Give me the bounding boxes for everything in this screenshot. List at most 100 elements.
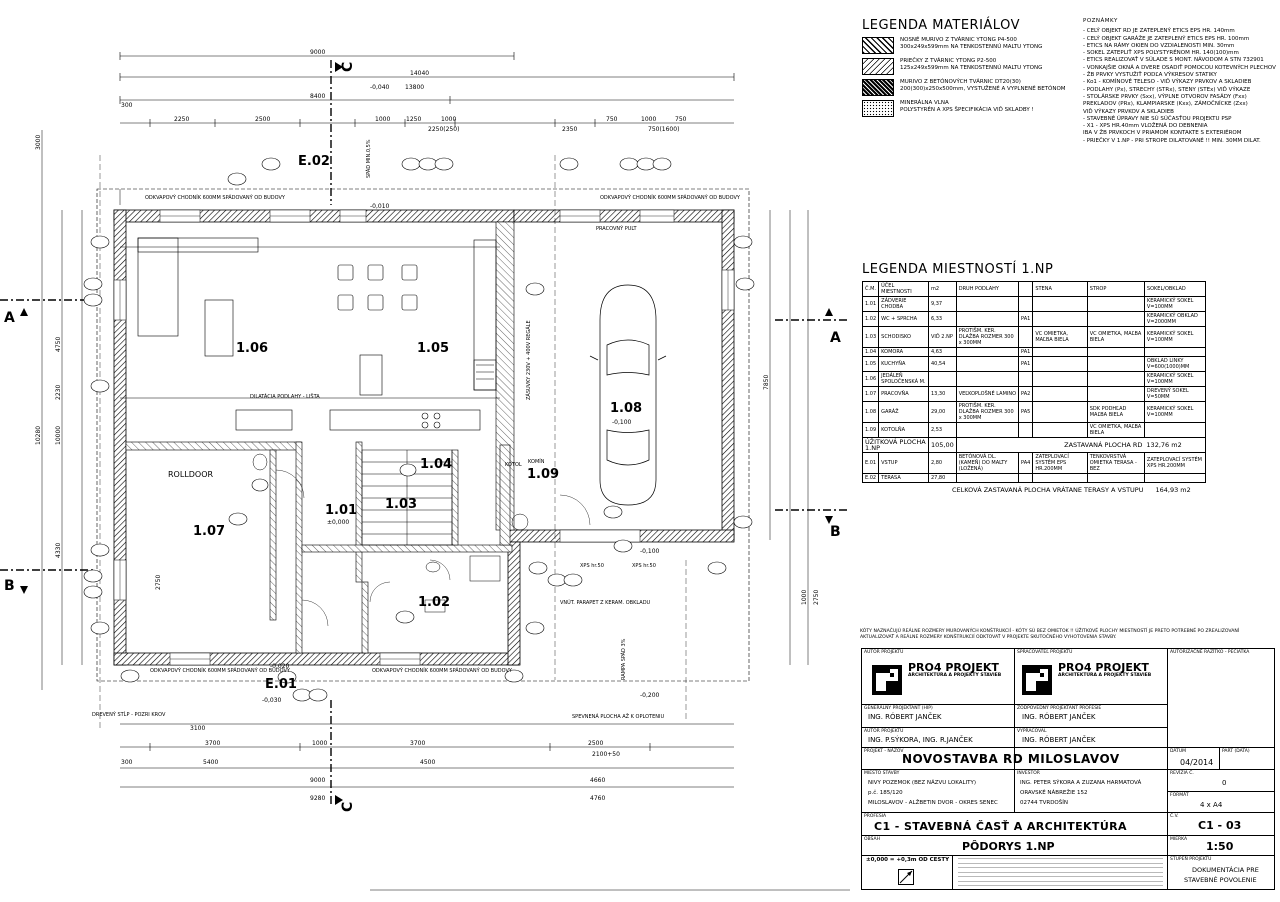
dimension-text: 8400 (310, 93, 325, 100)
dimension-text: 4330 (55, 543, 62, 558)
table-cell: PROTIŠM. KER. DLAŽBA ROZMER 300 x 300MM (955, 401, 1020, 423)
material-swatch (862, 58, 894, 75)
sheet-format: 4 x A4 (1200, 801, 1223, 809)
drawing-content: PÔDORYS 1.NP (962, 840, 1055, 853)
table-cell (955, 347, 1020, 357)
project-name: NOVOSTAVBA RD MILOSLAVOV (902, 752, 1120, 766)
table-cell (1032, 296, 1088, 312)
walkway-label: ODKVAPOVÝ CHODNÍK 600MM SPÁDOVANÝ OD BUD… (145, 194, 286, 201)
level-mark: -0,030 (262, 697, 282, 704)
boiler-label: KOTOL (505, 462, 522, 468)
room-numbers: 1.06 1.05 1.07 1.08 -0,100 1.04 1.09 1.0… (193, 341, 642, 610)
table-cell (955, 473, 1020, 483)
table-cell: 2,53 (927, 422, 957, 438)
dimension-text: 10000 (55, 426, 62, 445)
table-cell: 13,30 (927, 386, 957, 402)
dimension-text: 7850 (763, 375, 770, 390)
table-cell (1086, 311, 1145, 327)
dimension-text: 3700 (410, 740, 425, 747)
table-cell: KERAMICKÝ OBKLAD V=2000MM (1143, 311, 1207, 327)
room-label: 1.05 (417, 341, 449, 356)
revision: 0 (1222, 779, 1227, 787)
table-header: Č.M. ÚČEL MIESTNOSTI m2 DRUH PODLAHY STE… (861, 281, 1207, 297)
table-cell: 1.07 (861, 386, 880, 402)
section-marker: B (4, 578, 15, 594)
note-line: - PODLAHY (Px), STRECHY (STRx), STENY (S… (1083, 86, 1251, 93)
field-label: SPRACOVATEĽ PROJEKTU (1017, 650, 1073, 655)
table-cell (1018, 473, 1034, 483)
table-cell: 1.02 (861, 311, 880, 327)
table-cell: VC OMIETKA, MAĽBA BIELA (1086, 422, 1145, 438)
dimension-text: 9000 (310, 777, 325, 784)
site-line: NIVY POZEMOK (BEZ NÁZVU LOKALITY) (868, 780, 977, 786)
table-cell: VSTUP (878, 452, 929, 474)
xps-label: XPS hr.50 (580, 563, 604, 569)
material-item: PRIEČKY Z TVÁRNIC YTONG P2-500 125x249x5… (862, 58, 1072, 75)
profession: C1 - STAVEBNÁ ČASŤ A ARCHITEKTÚRA (874, 820, 1127, 833)
note-line: - CELÝ OBJEKT GARÁŽE JE ZATEPLENÝ ETICS … (1083, 35, 1250, 42)
table-cell: 9,37 (927, 296, 957, 312)
note-line: PREKLADOV (PRx), KLAMPIARSKE (Kxx), ZÁMO… (1083, 101, 1248, 108)
note-line: - STAVEBNÉ ÚPRAVY NIE SÚ SÚČASŤOU PROJEK… (1083, 115, 1232, 122)
height-datum: ±0,000 = +0,3m OD CESTY (866, 857, 950, 863)
material-item: MURIVO Z BETÓNOVÝCH TVÁRNIC DT20(30) 200… (862, 79, 1072, 96)
room-label: 1.06 (236, 341, 268, 356)
field-label: AUTORIZAČNÉ RAZÍTKO - PEČIATKA (1170, 650, 1250, 655)
project-stage-line: STAVEBNÉ POVOLENIE (1184, 876, 1257, 884)
table-cell: E.01 (861, 452, 880, 474)
room-legend-title: LEGENDA MIESTNOSTÍ 1.NP (862, 262, 1054, 277)
table-cell (927, 371, 957, 387)
room-table: Č.M. ÚČEL MIESTNOSTI m2 DRUH PODLAHY STE… (861, 281, 1207, 483)
drawing-number: C1 - 03 (1198, 819, 1242, 832)
table-cell: BETÓNOVÁ DL. (KAMEŇ) DO MALTY (LOŽENÁ) (955, 452, 1020, 474)
dimension-text: 1000 (375, 116, 390, 123)
section-markers: A A B B C C (4, 62, 841, 812)
plan-annotations: E.02 E.01 ROLLDOOR DILATÁCIA PODLAHY - L… (92, 84, 741, 720)
room-label: 1.07 (193, 524, 225, 539)
company-logo-icon (1022, 665, 1052, 695)
dimension-text: 14040 (410, 70, 429, 77)
table-cell: PRACOVŇA (878, 386, 929, 402)
table-cell (1143, 422, 1207, 438)
dimension-text: 5400 (203, 759, 218, 766)
table-cell: OBKLAD LINKY V=600(1000)MM (1143, 356, 1207, 372)
table-cell: DREVENÝ SOKEL V=50MM (1143, 386, 1207, 402)
table-cell: KUCHYŇA (878, 356, 929, 372)
company-logo: PRO4 PROJEKT ARCHITEKTÚRA A PROJEKTY STA… (1022, 661, 1162, 699)
material-legend-title: LEGENDA MATERIÁLOV (862, 18, 1020, 33)
dimension-texts: 9000 14040 13800 8400 300 2250 2500 1000… (35, 49, 820, 802)
chimney-label: KOMÍN (528, 458, 545, 465)
table-cell (1032, 386, 1088, 402)
table-cell (1086, 296, 1145, 312)
table-cell: 1.04 (861, 347, 880, 357)
table-cell: 40,54 (927, 356, 957, 372)
note-line: VIĎ VÝKAZY PRVKOV A SKLADIEB (1083, 108, 1174, 115)
table-cell: JEDÁLEŇ SPOLOČENSKÁ M. (878, 371, 929, 387)
level-mark: -0,020 (270, 663, 290, 670)
company-logo-icon (872, 665, 902, 695)
table-cell: VIĎ 2.NP (927, 326, 957, 348)
material-text: PRIEČKY Z TVÁRNIC YTONG P2-500 125x249x5… (900, 58, 1043, 71)
material-item: MINERÁLNA VLNA POLYSTYRÉN A XPS ŠPECIFIK… (862, 100, 1072, 117)
section-marker: A (830, 330, 841, 346)
dimension-text: 300 (121, 102, 133, 109)
company-logo: PRO4 PROJEKT ARCHITEKTÚRA A PROJEKTY STA… (872, 661, 1007, 699)
total-area-value: 164,93 m2 (1155, 486, 1191, 494)
note-line: - VONKAJŠIE OKNÁ A DVERE OSADIŤ POMOCOU … (1083, 64, 1276, 71)
section-marker: C (340, 802, 356, 812)
dimension-lines (41, 55, 809, 788)
table-cell (1086, 386, 1145, 402)
pillar-label: DREVENÝ STĹP - POZRI KROV (92, 711, 166, 718)
table-cell: GARÁŽ (878, 401, 929, 423)
table-cell: PROTIŠM. KER. DLAŽBA ROZMER 300 x 300MM (955, 326, 1020, 348)
table-cell (1143, 473, 1207, 483)
stairs (361, 449, 453, 546)
rolldoor-label: ROLLDOOR (168, 470, 214, 479)
dimension-text: 4660 (590, 777, 605, 784)
parapet-label: VNÚT. PARAPET Z KERAM. OBKLADU (560, 599, 651, 606)
general-designer: ING. RÓBERT JANČEK (868, 713, 942, 721)
